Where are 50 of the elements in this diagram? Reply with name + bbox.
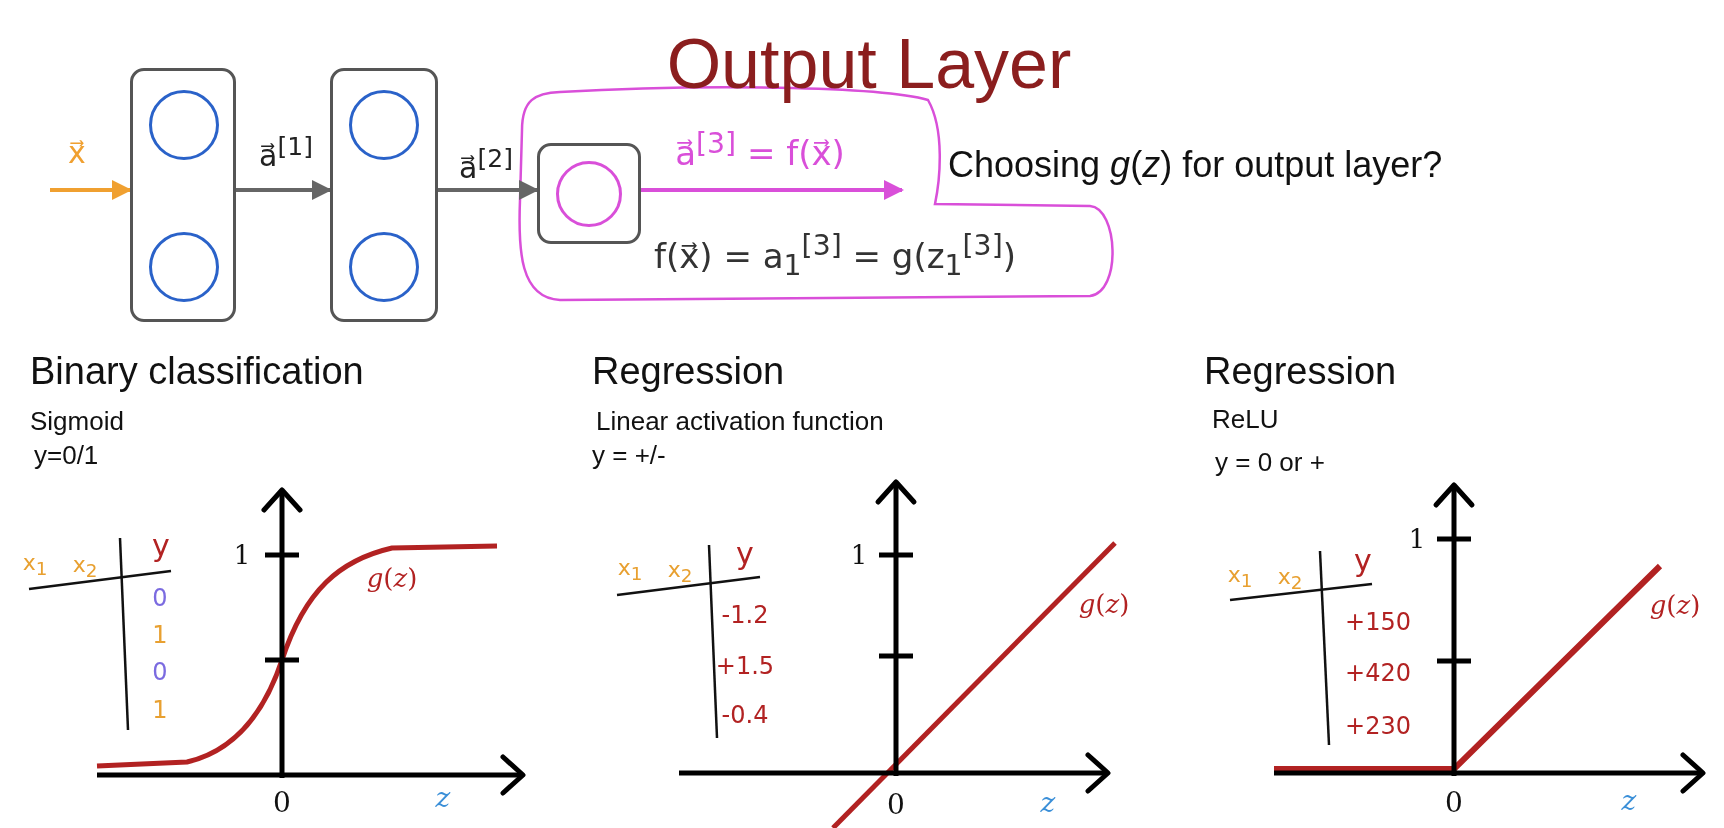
tick-label: 0 [887, 789, 905, 821]
curve-label: g(z) [1649, 590, 1701, 620]
layer-box [330, 68, 438, 322]
axis-label: z [1040, 787, 1056, 819]
arrow [50, 180, 132, 200]
table-header: x$_{2}$ [1277, 564, 1303, 594]
arrow [641, 180, 904, 200]
layer-box [537, 143, 641, 244]
table-header: y [152, 528, 170, 562]
heading: Binary classification [30, 351, 364, 393]
table-value: +420 [1345, 659, 1411, 687]
title: Output Layer [666, 25, 1072, 103]
table-value: 0 [152, 584, 168, 612]
arrow [236, 180, 332, 200]
heading: Regression [1204, 351, 1397, 393]
subheading: Sigmoid [30, 406, 124, 436]
output-note: y = 0 or + [1215, 447, 1325, 477]
subheading: Linear activation function [596, 406, 884, 436]
table-header: x$_{1}$ [22, 550, 48, 580]
table-header: y [1354, 543, 1372, 577]
output-note: y = +/- [592, 440, 666, 470]
table-value: 1 [152, 621, 168, 649]
table-header: x$_{2}$ [72, 552, 98, 582]
formula: f(x⃗) = a$_{1}$$^{[3]}$ = g(z$_{1}$$^{[3]}$) [654, 230, 1016, 282]
table-header: x$_{2}$ [667, 557, 693, 587]
curve-label: g(z) [1078, 589, 1130, 619]
arrow [438, 180, 539, 200]
layer-box [130, 68, 236, 322]
table-value: 0 [152, 658, 168, 686]
tick-label: 0 [1445, 787, 1463, 819]
tick-label: 1 [1408, 524, 1426, 554]
axis-label: z [1621, 785, 1637, 817]
table-value: +230 [1345, 712, 1411, 740]
curve-label: g(z) [366, 563, 418, 593]
tick-label: 0 [273, 787, 291, 819]
table-header: x$_{1}$ [617, 555, 643, 585]
question-text: Choosing g(z) for output layer? [948, 145, 1443, 185]
table-value: +1.5 [715, 652, 775, 680]
tick-label: 1 [850, 540, 868, 570]
table-header: y [736, 536, 754, 570]
table-header: x$_{1}$ [1227, 562, 1253, 592]
heading: Regression [592, 351, 785, 393]
table-value: -0.4 [721, 701, 769, 729]
subheading: ReLU [1212, 404, 1279, 434]
table-value: 1 [152, 696, 168, 724]
tick-label: 1 [233, 540, 251, 570]
axis-label: z [435, 782, 451, 814]
table-value: -1.2 [721, 601, 769, 629]
output-note: y=0/1 [34, 440, 99, 470]
table-value: +150 [1345, 608, 1411, 636]
